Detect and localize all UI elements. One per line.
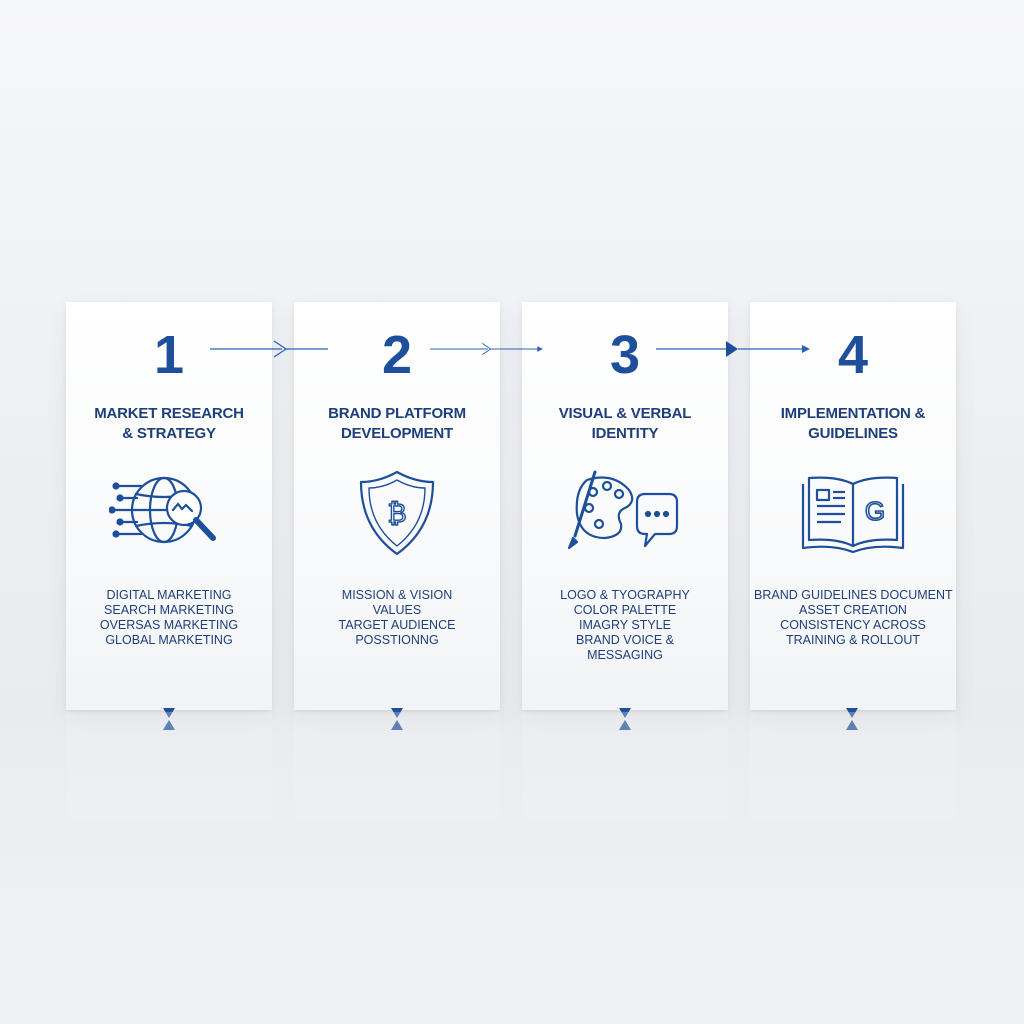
floor-reflection: DIGITAL MARKETING SEARCH MARKETING OVERS…	[0, 712, 1024, 1024]
list-item: SEARCH MARKETING	[104, 603, 234, 617]
step-number: 4	[837, 325, 869, 385]
svg-text:₿: ₿	[387, 498, 406, 528]
list-item: OVERSAS MARKETING	[99, 618, 239, 632]
list-item: TARGET AUDIENCE	[338, 618, 456, 632]
step-items: DIGITAL MARKETING SEARCH MARKETING OVERS…	[70, 588, 268, 648]
step-card-2: 2 BRAND PLATFORM DEVELOPMENT ₿ MISSION &…	[294, 302, 500, 710]
step-number: 3	[609, 325, 641, 385]
step-title: VISUAL & VERBAL IDENTITY	[558, 405, 692, 442]
list-item: ASSET CREATION	[799, 603, 907, 617]
list-item: CONSISTENCY ACROSS	[780, 618, 926, 632]
svg-text:G: G	[865, 496, 885, 526]
step-card-4: 4 IMPLEMENTATION & GUIDELINES G BRAND GU…	[750, 302, 956, 710]
list-item: MESSAGING	[587, 648, 663, 662]
list-item: POSSTIONNG	[355, 633, 439, 647]
list-item: LOGO & TYOGRAPHY	[560, 588, 690, 602]
list-item: MISSION & VISION	[341, 588, 453, 602]
list-item: IMAGRY STYLE	[579, 618, 671, 632]
list-item: BRAND GUIDELINES DOCUMENT	[754, 588, 953, 602]
connector-arrow-2	[430, 342, 543, 356]
connector-arrow-3	[656, 341, 810, 357]
list-item: BRAND VOICE &	[576, 633, 674, 647]
list-item: DIGITAL MARKETING	[106, 588, 232, 602]
step-title: IMPLEMENTATION & GUIDELINES	[780, 405, 926, 442]
step-items: LOGO & TYOGRAPHY COLOR PALETTE IMAGRY ST…	[526, 588, 724, 663]
list-item: GLOBAL MARKETING	[105, 633, 233, 647]
shield-icon: ₿	[359, 470, 435, 556]
book-icon: G	[801, 476, 905, 554]
step-number: 2	[381, 325, 413, 385]
step-title: MARKET RESEARCH & STRATEGY	[94, 405, 244, 442]
step-items: BRAND GUIDELINES DOCUMENT ASSET CREATION…	[754, 588, 953, 648]
reflection-fade	[0, 712, 1024, 1024]
list-item: TRAINING & ROLLOUT	[785, 633, 921, 647]
step-number: 1	[153, 325, 185, 385]
step-title: BRAND PLATFORM DEVELOPMENT	[328, 405, 466, 442]
connector-arrow-1	[210, 340, 328, 358]
step-items: MISSION & VISION VALUES TARGET AUDIENCE …	[298, 588, 496, 648]
palette-speech-icon	[567, 470, 679, 550]
list-item: COLOR PALETTE	[573, 603, 677, 617]
list-item: VALUES	[372, 603, 422, 617]
step-card-1: 1 MARKET RESEARCH & STRATEGY DIGITAL MAR…	[66, 302, 272, 710]
step-card-3: 3 VISUAL & VERBAL IDENTITY LOGO & TYOGRA…	[522, 302, 728, 710]
globe-magnifier-icon	[109, 476, 216, 544]
